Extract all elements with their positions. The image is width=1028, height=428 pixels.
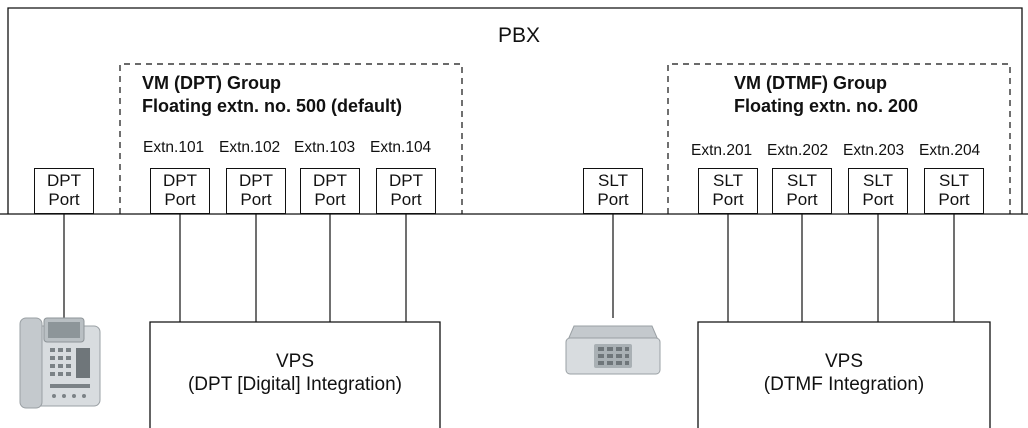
vps-left-label: VPS (DPT [Digital] Integration) (150, 350, 440, 396)
vps-right-box (697, 321, 991, 428)
dpt-port-104: DPT Port (376, 168, 436, 214)
port-word: Port (314, 190, 346, 209)
vm-dtmf-group-title: VM (DTMF) Group (734, 73, 887, 93)
port-type: SLT (939, 171, 969, 190)
pbx-label: PBX (498, 24, 541, 47)
port-word: Port (164, 190, 196, 209)
vps-title: VPS (275, 351, 315, 372)
port-type: SLT (787, 171, 817, 190)
dpt-port-102: DPT Port (226, 168, 286, 214)
slt-port-203: SLT Port (848, 168, 908, 214)
extn-label: Extn.203 (843, 142, 905, 159)
port-type: DPT (389, 171, 423, 190)
port-type: DPT (163, 171, 197, 190)
extn-label: Extn.204 (919, 142, 981, 159)
extn-label: Extn.103 (294, 139, 356, 156)
phone-slt-icon (565, 325, 661, 375)
extn-label: Extn.202 (767, 142, 829, 159)
vm-dtmf-floating-extn: Floating extn. no. 200 (734, 96, 919, 116)
slt-port-standalone: SLT Port (583, 168, 643, 214)
port-type: SLT (713, 171, 743, 190)
port-word: Port (712, 190, 744, 209)
port-word: Port (390, 190, 422, 209)
port-word: Port (862, 190, 894, 209)
vps-integration: (DPT [Digital] Integration) (187, 374, 402, 395)
phone-dpt-icon (19, 317, 101, 409)
vm-dtmf-group-outline (667, 63, 1011, 214)
slt-port-201: SLT Port (698, 168, 758, 214)
vm-dpt-group-title: VM (DPT) Group (142, 73, 281, 93)
slt-port-204: SLT Port (924, 168, 984, 214)
extn-label: Extn.102 (219, 139, 281, 156)
dpt-port-standalone: DPT Port (34, 168, 94, 214)
port-word: Port (48, 190, 80, 209)
port-type: DPT (239, 171, 273, 190)
pbx-frame (7, 7, 1023, 214)
port-type: DPT (47, 171, 81, 190)
vm-dpt-floating-extn: Floating extn. no. 500 (default) (142, 96, 403, 116)
vps-integration: (DTMF Integration) (763, 374, 925, 395)
vps-left-box (149, 321, 441, 428)
dpt-port-101: DPT Port (150, 168, 210, 214)
port-type: SLT (598, 171, 628, 190)
port-word: Port (786, 190, 818, 209)
port-word: Port (938, 190, 970, 209)
vps-right-label: VPS (DTMF Integration) (698, 350, 990, 396)
port-word: Port (597, 190, 629, 209)
port-type: SLT (863, 171, 893, 190)
port-word: Port (240, 190, 272, 209)
extn-label: Extn.201 (691, 142, 753, 159)
port-type: DPT (313, 171, 347, 190)
slt-port-202: SLT Port (772, 168, 832, 214)
vps-title: VPS (824, 351, 864, 372)
vm-dpt-group-outline (119, 63, 463, 214)
dpt-port-103: DPT Port (300, 168, 360, 214)
extn-label: Extn.104 (370, 139, 432, 156)
extn-label: Extn.101 (143, 139, 205, 156)
